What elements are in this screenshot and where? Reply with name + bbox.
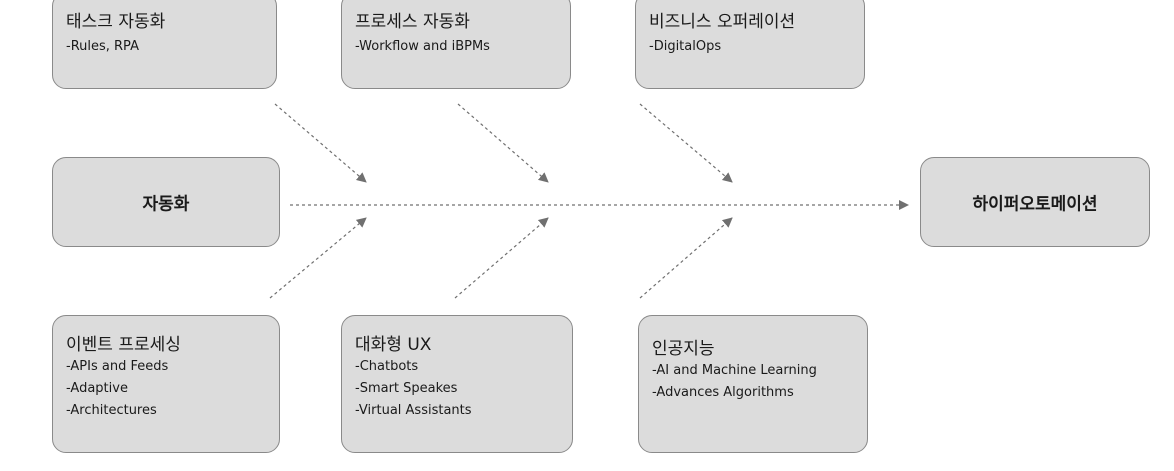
node-title: 태스크 자동화 — [66, 12, 166, 32]
node-label: 하이퍼오토메이션 — [972, 194, 1098, 215]
node-item: -DigitalOps — [649, 39, 722, 54]
node-label: 자동화 — [142, 194, 190, 215]
branch-arrow-task-automation — [274, 103, 367, 183]
node-title: 비즈니스 오퍼레이션 — [649, 12, 796, 32]
node-title: 대화형 UX — [355, 335, 432, 355]
node-artificial-intelligence: 인공지능 -AI and Machine Learning -Advances … — [638, 315, 868, 453]
node-items: -DigitalOps — [649, 36, 721, 58]
branch-arrow-business-operations — [639, 103, 733, 183]
node-item: -Smart Speakes — [355, 381, 458, 396]
node-items: -Chatbots -Smart Speakes -Virtual Assist… — [355, 356, 472, 422]
node-process-automation: 프로세스 자동화 -Workflow and iBPMs — [341, 0, 571, 89]
node-task-automation: 태스크 자동화 -Rules, RPA — [52, 0, 277, 89]
branch-arrow-ai — [639, 217, 733, 299]
node-item: -Architectures — [66, 403, 157, 418]
node-title: 프로세스 자동화 — [355, 12, 470, 32]
node-item: -APIs and Feeds — [66, 359, 169, 374]
node-item: -Rules, RPA — [66, 39, 139, 54]
branch-arrow-conversational-ux — [454, 217, 549, 299]
node-item: -Workflow and iBPMs — [355, 39, 490, 54]
node-title: 이벤트 프로세싱 — [66, 335, 181, 355]
node-items: -APIs and Feeds -Adaptive -Architectures — [66, 356, 168, 422]
node-source-automation: 자동화 — [52, 157, 280, 247]
node-conversational-ux: 대화형 UX -Chatbots -Smart Speakes -Virtual… — [341, 315, 573, 453]
node-item: -AI and Machine Learning — [652, 363, 817, 378]
branch-arrow-process-automation — [457, 103, 549, 183]
branch-arrow-event-processing — [269, 217, 367, 299]
node-item: -Adaptive — [66, 381, 128, 396]
node-items: -Rules, RPA — [66, 36, 139, 58]
node-target-hyperautomation: 하이퍼오토메이션 — [920, 157, 1150, 247]
node-items: -Workflow and iBPMs — [355, 36, 490, 58]
node-item: -Advances Algorithms — [652, 385, 794, 400]
node-item: -Virtual Assistants — [355, 403, 472, 418]
node-item: -Chatbots — [355, 359, 419, 374]
node-business-operations: 비즈니스 오퍼레이션 -DigitalOps — [635, 0, 865, 89]
node-title: 인공지능 — [652, 339, 715, 359]
node-items: -AI and Machine Learning -Advances Algor… — [652, 360, 817, 404]
node-event-processing: 이벤트 프로세싱 -APIs and Feeds -Adaptive -Arch… — [52, 315, 280, 453]
